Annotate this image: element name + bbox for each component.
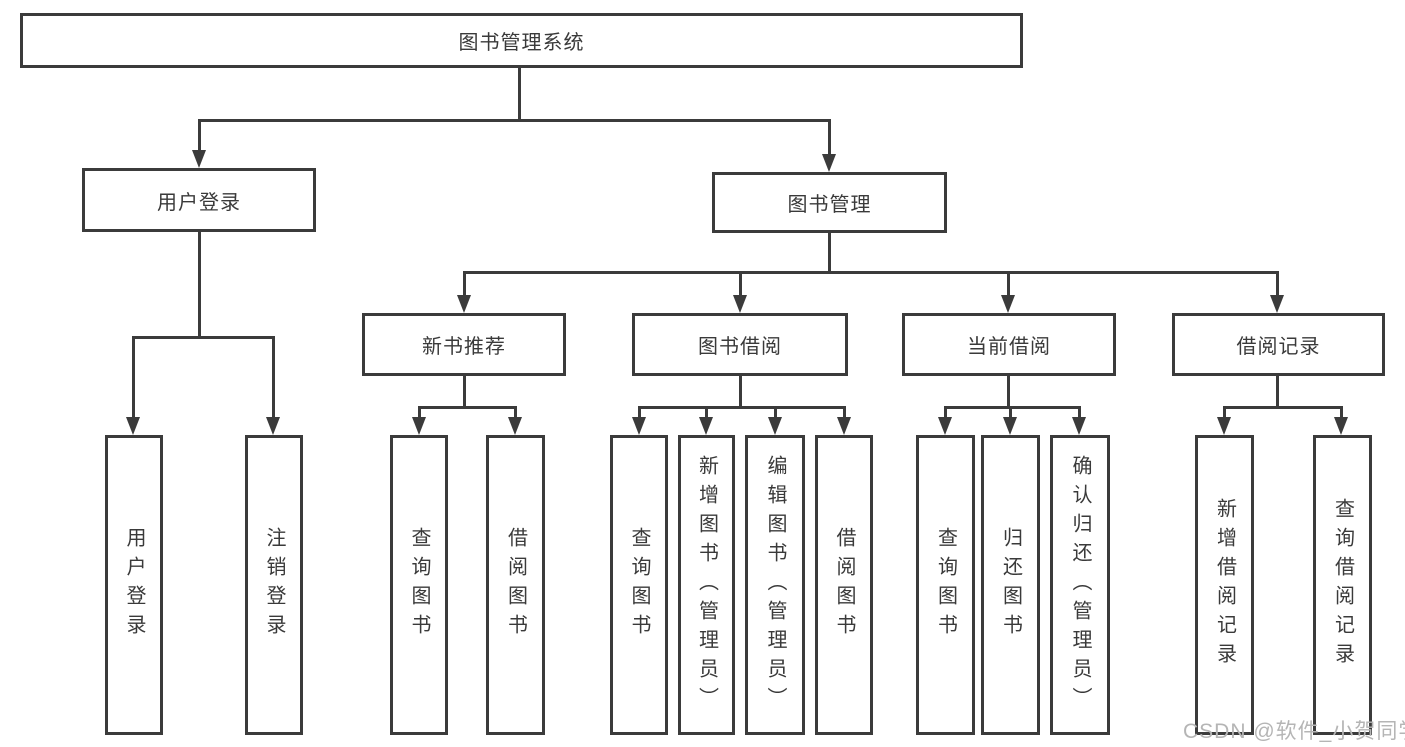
connector-line [198, 232, 201, 339]
arrowhead-down-icon [1001, 295, 1015, 313]
arrowhead-down-icon [412, 417, 426, 435]
node-new-book-recommend: 新书推荐 [362, 313, 566, 376]
leaf-query-books-current: 查询图书 [916, 435, 975, 735]
connector-line [272, 336, 275, 421]
connector-line [418, 406, 517, 409]
connector-line [463, 376, 466, 409]
arrowhead-down-icon [457, 295, 471, 313]
connector-line [463, 271, 1279, 274]
leaf-user-login-label: 用户登录 [123, 527, 145, 643]
arrowhead-down-icon [733, 295, 747, 313]
leaf-query-books-borrowing-label: 查询图书 [628, 527, 650, 643]
connector-line [739, 376, 742, 409]
csdn-watermark: CSDN @软件_小贺同学 [1183, 720, 1405, 743]
leaf-borrow-books: 借阅图书 [815, 435, 873, 735]
arrowhead-down-icon [1003, 417, 1017, 435]
node-borrowing-records-label: 借阅记录 [1236, 336, 1321, 358]
arrowhead-down-icon [837, 417, 851, 435]
connector-line [1340, 406, 1343, 421]
arrowhead-down-icon [126, 417, 140, 435]
leaf-confirm-return-admin: 确认归还（管理员） [1050, 435, 1110, 735]
connector-line [944, 406, 1081, 409]
leaf-borrow-books-label: 借阅图书 [833, 527, 855, 643]
leaf-borrow-books-recommend-label: 借阅图书 [504, 527, 527, 643]
leaf-add-borrow-record: 新增借阅记录 [1195, 435, 1254, 735]
arrowhead-down-icon [1270, 295, 1284, 313]
node-user-login-label: 用户登录 [157, 191, 241, 214]
connector-line [518, 68, 521, 121]
arrowhead-down-icon [266, 417, 280, 435]
connector-line [1276, 376, 1279, 409]
connector-line [774, 406, 777, 421]
node-root-label: 图书管理系统 [458, 32, 585, 54]
connector-line [1007, 271, 1010, 298]
connector-line [1223, 406, 1343, 409]
leaf-edit-books-admin-label: 编辑图书（管理员） [764, 454, 786, 716]
leaf-add-books-admin: 新增图书（管理员） [678, 435, 735, 735]
node-new-book-recommend-label: 新书推荐 [422, 336, 506, 358]
arrowhead-down-icon [822, 154, 836, 172]
node-user-login: 用户登录 [82, 168, 316, 232]
connector-line [514, 406, 517, 421]
connector-line [705, 406, 708, 421]
connector-line [132, 336, 135, 421]
connector-line [843, 406, 846, 421]
connector-line [739, 271, 742, 298]
leaf-query-borrow-record: 查询借阅记录 [1313, 435, 1372, 735]
connector-line [132, 336, 275, 339]
arrowhead-down-icon [1072, 417, 1086, 435]
connector-line [463, 271, 466, 298]
node-root-library-management-system: 图书管理系统 [20, 13, 1023, 68]
leaf-return-books-label: 归还图书 [999, 527, 1022, 643]
leaf-edit-books-admin: 编辑图书（管理员） [745, 435, 805, 735]
connector-line [1276, 271, 1279, 298]
leaf-logout-label: 注销登录 [263, 527, 285, 643]
connector-line [198, 119, 830, 122]
connector-line [828, 119, 831, 159]
node-book-borrowing: 图书借阅 [632, 313, 848, 376]
leaf-query-borrow-record-label: 查询借阅记录 [1331, 498, 1354, 672]
leaf-logout: 注销登录 [245, 435, 303, 735]
leaf-add-borrow-record-label: 新增借阅记录 [1213, 498, 1236, 672]
connector-line [944, 406, 947, 421]
arrowhead-down-icon [508, 417, 522, 435]
arrowhead-down-icon [192, 150, 206, 168]
connector-line [418, 406, 421, 421]
leaf-borrow-books-recommend: 借阅图书 [486, 435, 545, 735]
leaf-add-books-admin-label: 新增图书（管理员） [695, 454, 718, 716]
leaf-query-books-current-label: 查询图书 [934, 527, 957, 643]
leaf-query-books-borrowing: 查询图书 [610, 435, 668, 735]
connector-line [198, 119, 201, 155]
connector-line [1223, 406, 1226, 421]
arrowhead-down-icon [768, 417, 782, 435]
connector-line [1078, 406, 1081, 421]
connector-line [1007, 376, 1010, 409]
leaf-query-books-recommend: 查询图书 [390, 435, 448, 735]
node-current-borrowing: 当前借阅 [902, 313, 1116, 376]
node-book-management-label: 图书管理 [787, 194, 872, 216]
arrowhead-down-icon [1334, 417, 1348, 435]
arrowhead-down-icon [699, 417, 713, 435]
connector-line [638, 406, 641, 421]
leaf-confirm-return-admin-label: 确认归还（管理员） [1069, 454, 1091, 716]
node-borrowing-records: 借阅记录 [1172, 313, 1385, 376]
leaf-return-books: 归还图书 [981, 435, 1040, 735]
arrowhead-down-icon [632, 417, 646, 435]
leaf-user-login: 用户登录 [105, 435, 163, 735]
node-current-borrowing-label: 当前借阅 [967, 336, 1051, 358]
node-book-management: 图书管理 [712, 172, 947, 233]
leaf-query-books-recommend-label: 查询图书 [408, 527, 430, 643]
connector-line [1009, 406, 1012, 421]
node-book-borrowing-label: 图书借阅 [698, 336, 782, 358]
arrowhead-down-icon [1217, 417, 1231, 435]
connector-line [828, 233, 831, 274]
arrowhead-down-icon [938, 417, 952, 435]
connector-line [638, 406, 845, 409]
